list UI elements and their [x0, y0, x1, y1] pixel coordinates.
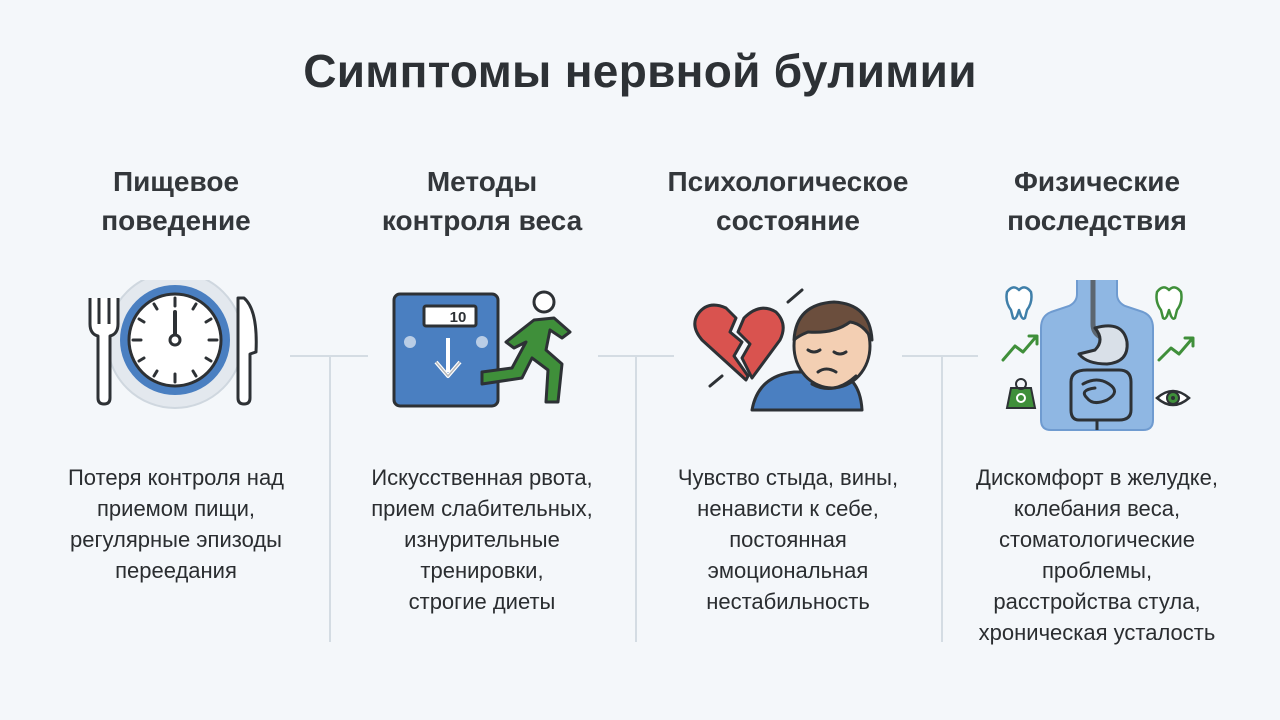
plate-clock-cutlery-icon: [26, 271, 326, 440]
body-digestive-system-icon: [947, 264, 1247, 440]
column-psychological-state: Психологическое состояние Чувство стыда,…: [638, 162, 938, 614]
column-heading: Пищевое поведение: [101, 166, 251, 236]
column-eating-behavior: Пищевое поведение: [26, 162, 326, 583]
divider-v-1: [329, 356, 331, 642]
broken-heart-sad-person-icon: [638, 280, 938, 440]
column-heading: Методы контроля веса: [381, 166, 583, 236]
column-description: Чувство стыда, вины, ненависти к себе, п…: [677, 465, 899, 614]
divider-v-2: [635, 356, 637, 642]
column-heading: Физические последствия: [1007, 166, 1187, 236]
column-weight-control: Методы контроля веса 10 Искусственная рв…: [332, 162, 632, 614]
page-title: Симптомы нервной булимии: [303, 45, 977, 97]
column-description: Потеря контроля над приемом пищи, регуля…: [67, 465, 285, 583]
column-heading: Психологическое состояние: [667, 166, 909, 236]
column-description: Дискомфорт в желудке, колебания веса, ст…: [976, 465, 1218, 645]
scale-reading: 10: [450, 309, 467, 326]
column-description: Искусственная рвота, прием слабительных,…: [371, 465, 593, 614]
scale-running-person-icon: 10: [332, 280, 632, 440]
column-physical-consequences: Физические последствия: [947, 162, 1247, 645]
divider-h-3: [902, 355, 978, 357]
divider-v-3: [941, 356, 943, 642]
